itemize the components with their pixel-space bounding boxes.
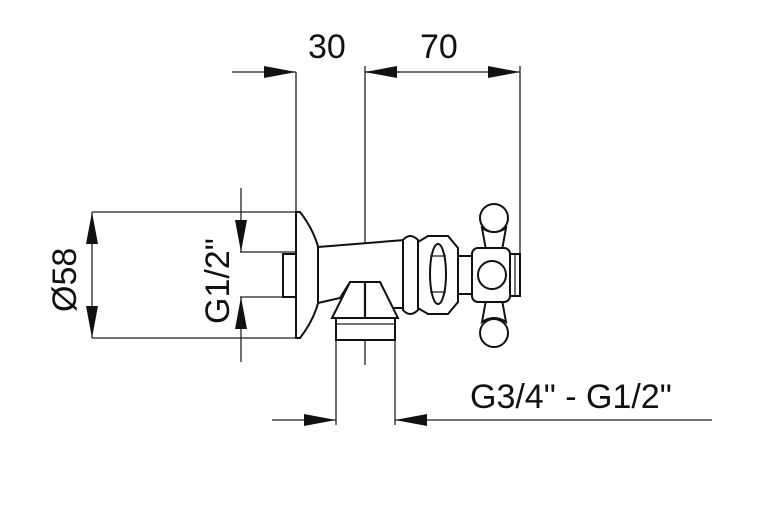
label-70: 70 (420, 28, 458, 66)
valve-body (282, 211, 406, 341)
bonnet-ring-1 (402, 235, 419, 315)
arrow-58-bottom (86, 306, 98, 338)
dimension-70: 70 (364, 28, 521, 365)
arrow-30-left (264, 66, 296, 78)
inlet-nipple (282, 253, 298, 298)
handle-hub-cap (477, 260, 507, 290)
outlet-thread (335, 317, 396, 341)
label-30: 30 (308, 28, 346, 66)
dimension-diameter-58: Ø58 (46, 211, 300, 339)
spindle-collar (457, 255, 473, 295)
arrow-inlet-bottom (235, 297, 247, 329)
label-outlet-thread: G3/4" - G1/2" (470, 378, 672, 416)
arrow-58-top (86, 212, 98, 244)
arrow-70-right (488, 66, 520, 78)
arrow-70-left (365, 66, 397, 78)
handle-knob-bottom (479, 318, 509, 348)
arrow-outlet-right (395, 414, 427, 426)
handle-knob-top (479, 203, 509, 233)
bonnet-grip (429, 243, 447, 305)
label-diameter-58: Ø58 (46, 248, 84, 312)
valve-bonnet (402, 235, 473, 315)
dimension-inlet-thread: G1/2" (199, 188, 296, 362)
label-inlet-thread: G1/2" (199, 238, 237, 324)
arrow-inlet-top (235, 220, 247, 252)
arrow-outlet-left (304, 414, 336, 426)
dimension-30: 30 (232, 28, 400, 215)
dimension-outlet-thread: G3/4" - G1/2" (272, 340, 712, 426)
cross-handle (471, 203, 521, 348)
